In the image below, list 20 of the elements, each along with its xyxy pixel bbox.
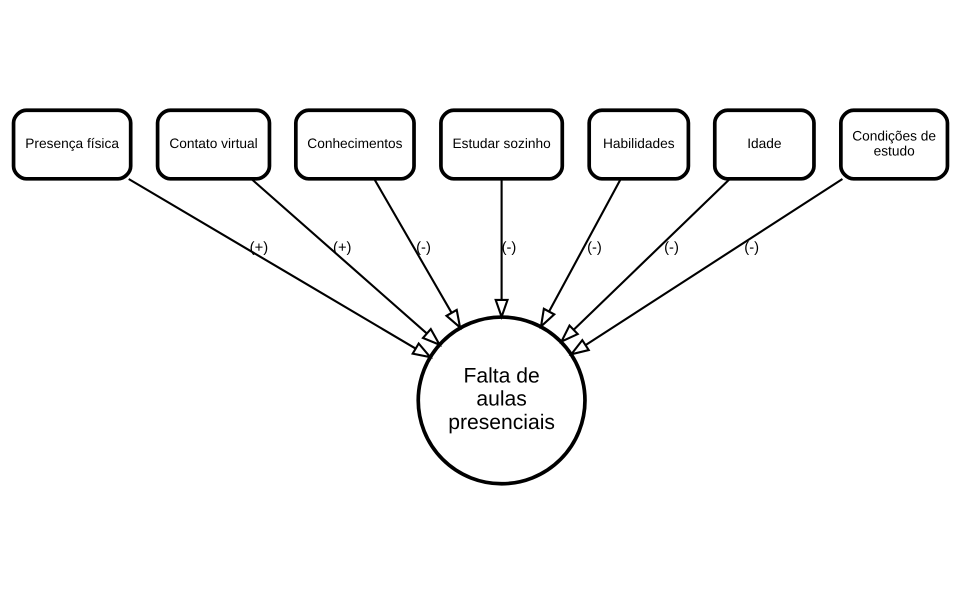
edge-label: (-) bbox=[501, 239, 516, 256]
arrow bbox=[373, 178, 462, 330]
node-box: Condições de estudo bbox=[838, 108, 949, 180]
node-box: Conhecimentos bbox=[293, 108, 416, 180]
arrow bbox=[558, 178, 730, 344]
arrow bbox=[568, 178, 842, 356]
node-box: Presença física bbox=[11, 108, 132, 180]
node-box: Contato virtual bbox=[155, 108, 271, 180]
edge-label: (-) bbox=[416, 239, 430, 256]
arrow bbox=[539, 178, 621, 329]
arrow bbox=[250, 178, 442, 346]
edge-label: (-) bbox=[586, 239, 602, 256]
node-box: Estudar sozinho bbox=[438, 108, 564, 180]
node-box: Habilidades bbox=[586, 108, 690, 180]
edge-label: (-) bbox=[664, 239, 678, 256]
edge-label: (-) bbox=[744, 239, 759, 256]
node-circle: Falta de aulas presenciais bbox=[416, 314, 586, 486]
arrow bbox=[494, 178, 508, 320]
node-box: Idade bbox=[712, 108, 816, 180]
arrow bbox=[128, 178, 432, 358]
